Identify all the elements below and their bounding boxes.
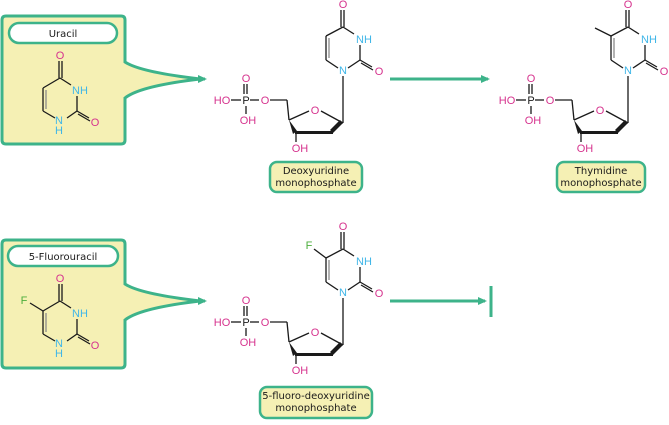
uracil-label: Uracil [49,29,78,40]
hydrogen-atom: H [55,125,63,137]
nh-group: NH [72,85,88,97]
nitrogen-atom: N [339,65,347,77]
oxygen-atom: O [624,0,633,11]
phosphorus-atom: P [527,95,534,107]
ring-oxygen: O [596,105,605,117]
dump-label: Deoxyuridine monophosphate [268,160,364,194]
phosphorus-atom: P [242,317,249,329]
uracil-callout: Uracil [0,14,207,146]
fdump-label: 5-fluoro-deoxyuridine monophosphate [258,385,374,420]
hydroxyl-group: OH [577,143,594,155]
ring-oxygen: O [311,327,320,339]
nh-group: NH [356,34,372,46]
nh-group: NH [72,308,88,320]
fluorine-atom: F [21,295,28,307]
dump-label-line1: Deoxyuridine [283,166,349,177]
fluorine-atom: F [306,240,313,252]
nh-group: NH [356,256,372,268]
inhibition-arrow [390,286,493,317]
nh-group: NH [641,34,657,46]
tmp-label-line1: Thymidine [574,166,628,177]
oxygen-atom: O [91,117,100,129]
oxygen-atom: O [339,0,348,11]
nitrogen-atom: N [55,338,63,350]
ring-oxygen: O [311,105,320,117]
uracil-structure: O NH O N H [42,50,100,137]
oxygen-atom: O [339,221,348,233]
hydroxyl-group: HO [214,95,231,107]
nitrogen-atom: N [624,65,632,77]
oxygen-atom: O [91,340,100,352]
fluorouracil-structure: F O NH O N H [21,273,100,360]
hydroxyl-group: OH [525,115,542,127]
hydroxyl-group: OH [292,143,309,155]
fluorouracil-callout: 5-Fluorouracil [0,238,207,370]
oxygen-atom: O [375,66,384,78]
hydrogen-atom: H [55,348,63,360]
oxygen-atom: O [527,73,536,85]
oxygen-atom: O [375,288,384,300]
nitrogen-atom: N [339,287,347,299]
oxygen-atom: O [242,73,251,85]
hydroxyl-group: OH [292,365,309,377]
dump-label-line2: monophosphate [275,178,356,189]
dump-structure: O NH O N O OH O P HO O OH [214,0,384,155]
uracil-callout-box [0,14,201,146]
fdump-label-line1: 5-fluoro-deoxyuridine [262,391,370,402]
fluorouracil-label-pill [6,244,120,268]
tmp-structure: O NH O N O OH O P HO O OH [499,0,669,155]
hydroxyl-group: OH [240,115,257,127]
hydroxyl-group: HO [499,95,516,107]
oxygen-atom: O [261,95,270,107]
uracil-label-pill [7,21,119,45]
oxygen-atom: O [242,295,251,307]
oxygen-atom: O [660,66,669,78]
fluorouracil-callout-box [0,238,201,370]
nitrogen-atom: N [55,115,63,127]
oxygen-atom: O [56,50,65,62]
fdump-label-line2: monophosphate [275,403,356,414]
fdump-structure: F O NH O N O OH O P HO O OH [214,221,384,377]
fluorouracil-label: 5-Fluorouracil [29,252,98,263]
oxygen-atom: O [546,95,555,107]
hydroxyl-group: HO [214,317,231,329]
phosphorus-atom: P [242,95,249,107]
oxygen-atom: O [261,317,270,329]
hydroxyl-group: OH [240,337,257,349]
tmp-label: Thymidine monophosphate [555,160,647,194]
tmp-label-line2: monophosphate [560,178,641,189]
oxygen-atom: O [56,273,65,285]
